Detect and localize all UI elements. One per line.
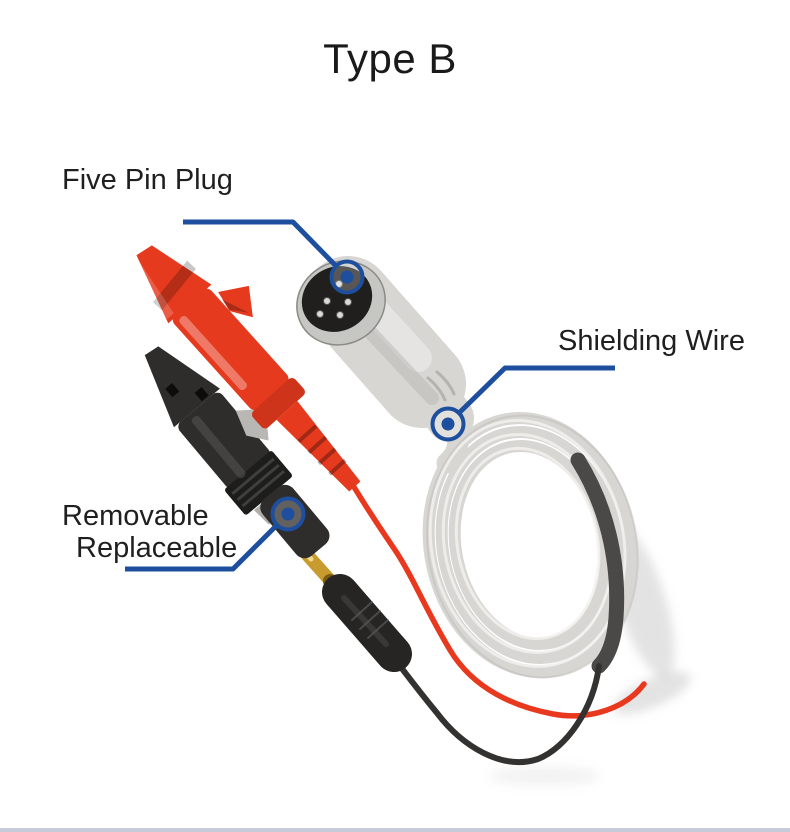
black-clip-grip-rib [236, 463, 280, 501]
black-clip-grip-rib [231, 457, 275, 495]
red-clip-lever [218, 285, 253, 318]
banana-body-rib [367, 619, 389, 639]
plug-pins [316, 280, 352, 319]
plug-body-shade [365, 327, 439, 405]
pin-1 [335, 280, 343, 288]
black-clip-rivet [165, 383, 180, 398]
pin-3 [344, 298, 352, 306]
banana-plug [295, 542, 412, 672]
red-alligator-clip [131, 245, 361, 492]
plug-neck-ridge [426, 376, 447, 402]
red-clip-collar-shade [251, 378, 305, 429]
red-clip-tail-rib [307, 435, 328, 455]
black-clip-body [178, 392, 271, 489]
red-clip-jaw-seam [153, 260, 196, 311]
removable-label-line1: Removable [62, 500, 209, 532]
leader-removable [125, 523, 279, 572]
marker-dot-shielding [441, 417, 455, 431]
callout-label-five-pin-plug: Five Pin Plug [62, 164, 233, 196]
removable-label-line2: Replaceable [76, 532, 238, 565]
wire-shadow [490, 766, 600, 786]
callout-leader-lines [125, 219, 615, 572]
red-clip-body [172, 288, 289, 411]
marker-dot-five-pin [340, 270, 354, 284]
red-clip-tail-rib [297, 424, 318, 443]
banana-body-rib [351, 601, 373, 621]
callout-label-shielding-wire: Shielding Wire [558, 325, 745, 357]
leader-shielding-wire [457, 365, 615, 415]
red-clip-head-highlight [131, 260, 174, 320]
black-clip-rivet [194, 387, 209, 402]
coil-turn-outer [422, 412, 638, 678]
pin-5 [336, 311, 344, 319]
black-clip-head [144, 346, 220, 428]
callout-label-removable-replaceable: Removable Replaceable [62, 500, 237, 565]
pin-2 [323, 297, 331, 305]
callout-marker-dots [281, 270, 455, 521]
pin-4 [316, 310, 324, 318]
leader-five-pin-plug [183, 219, 338, 268]
cable-sleeve [570, 452, 625, 674]
red-clip-collar [251, 378, 305, 429]
banana-body-sheen [341, 595, 389, 647]
red-clip-highlight [179, 316, 247, 391]
banana-body-rib [359, 610, 381, 630]
coil-bottom-shadow [613, 671, 691, 715]
red-lead-wire [351, 484, 647, 719]
shielding-wire-coil [422, 412, 639, 679]
footer-divider-bar [0, 828, 790, 832]
red-clip-tail [276, 400, 361, 492]
plug-neck-ridge [435, 370, 456, 396]
coil-highlight-1 [428, 419, 627, 668]
red-clip-head [136, 245, 212, 324]
black-clip-highlight [191, 415, 246, 479]
coil-highlight-3 [454, 446, 601, 640]
coil-outer-edge [426, 414, 639, 679]
black-lead-wire [391, 655, 602, 766]
red-clip-tail-rib [317, 447, 337, 466]
red-clip-tail-rib [328, 458, 347, 476]
page-title: Type B [323, 35, 457, 82]
black-clip-grip-rib [241, 470, 285, 508]
plug-rim-edge [296, 260, 386, 346]
coil-turn-middle [435, 426, 625, 664]
marker-dot-removable [281, 507, 295, 521]
